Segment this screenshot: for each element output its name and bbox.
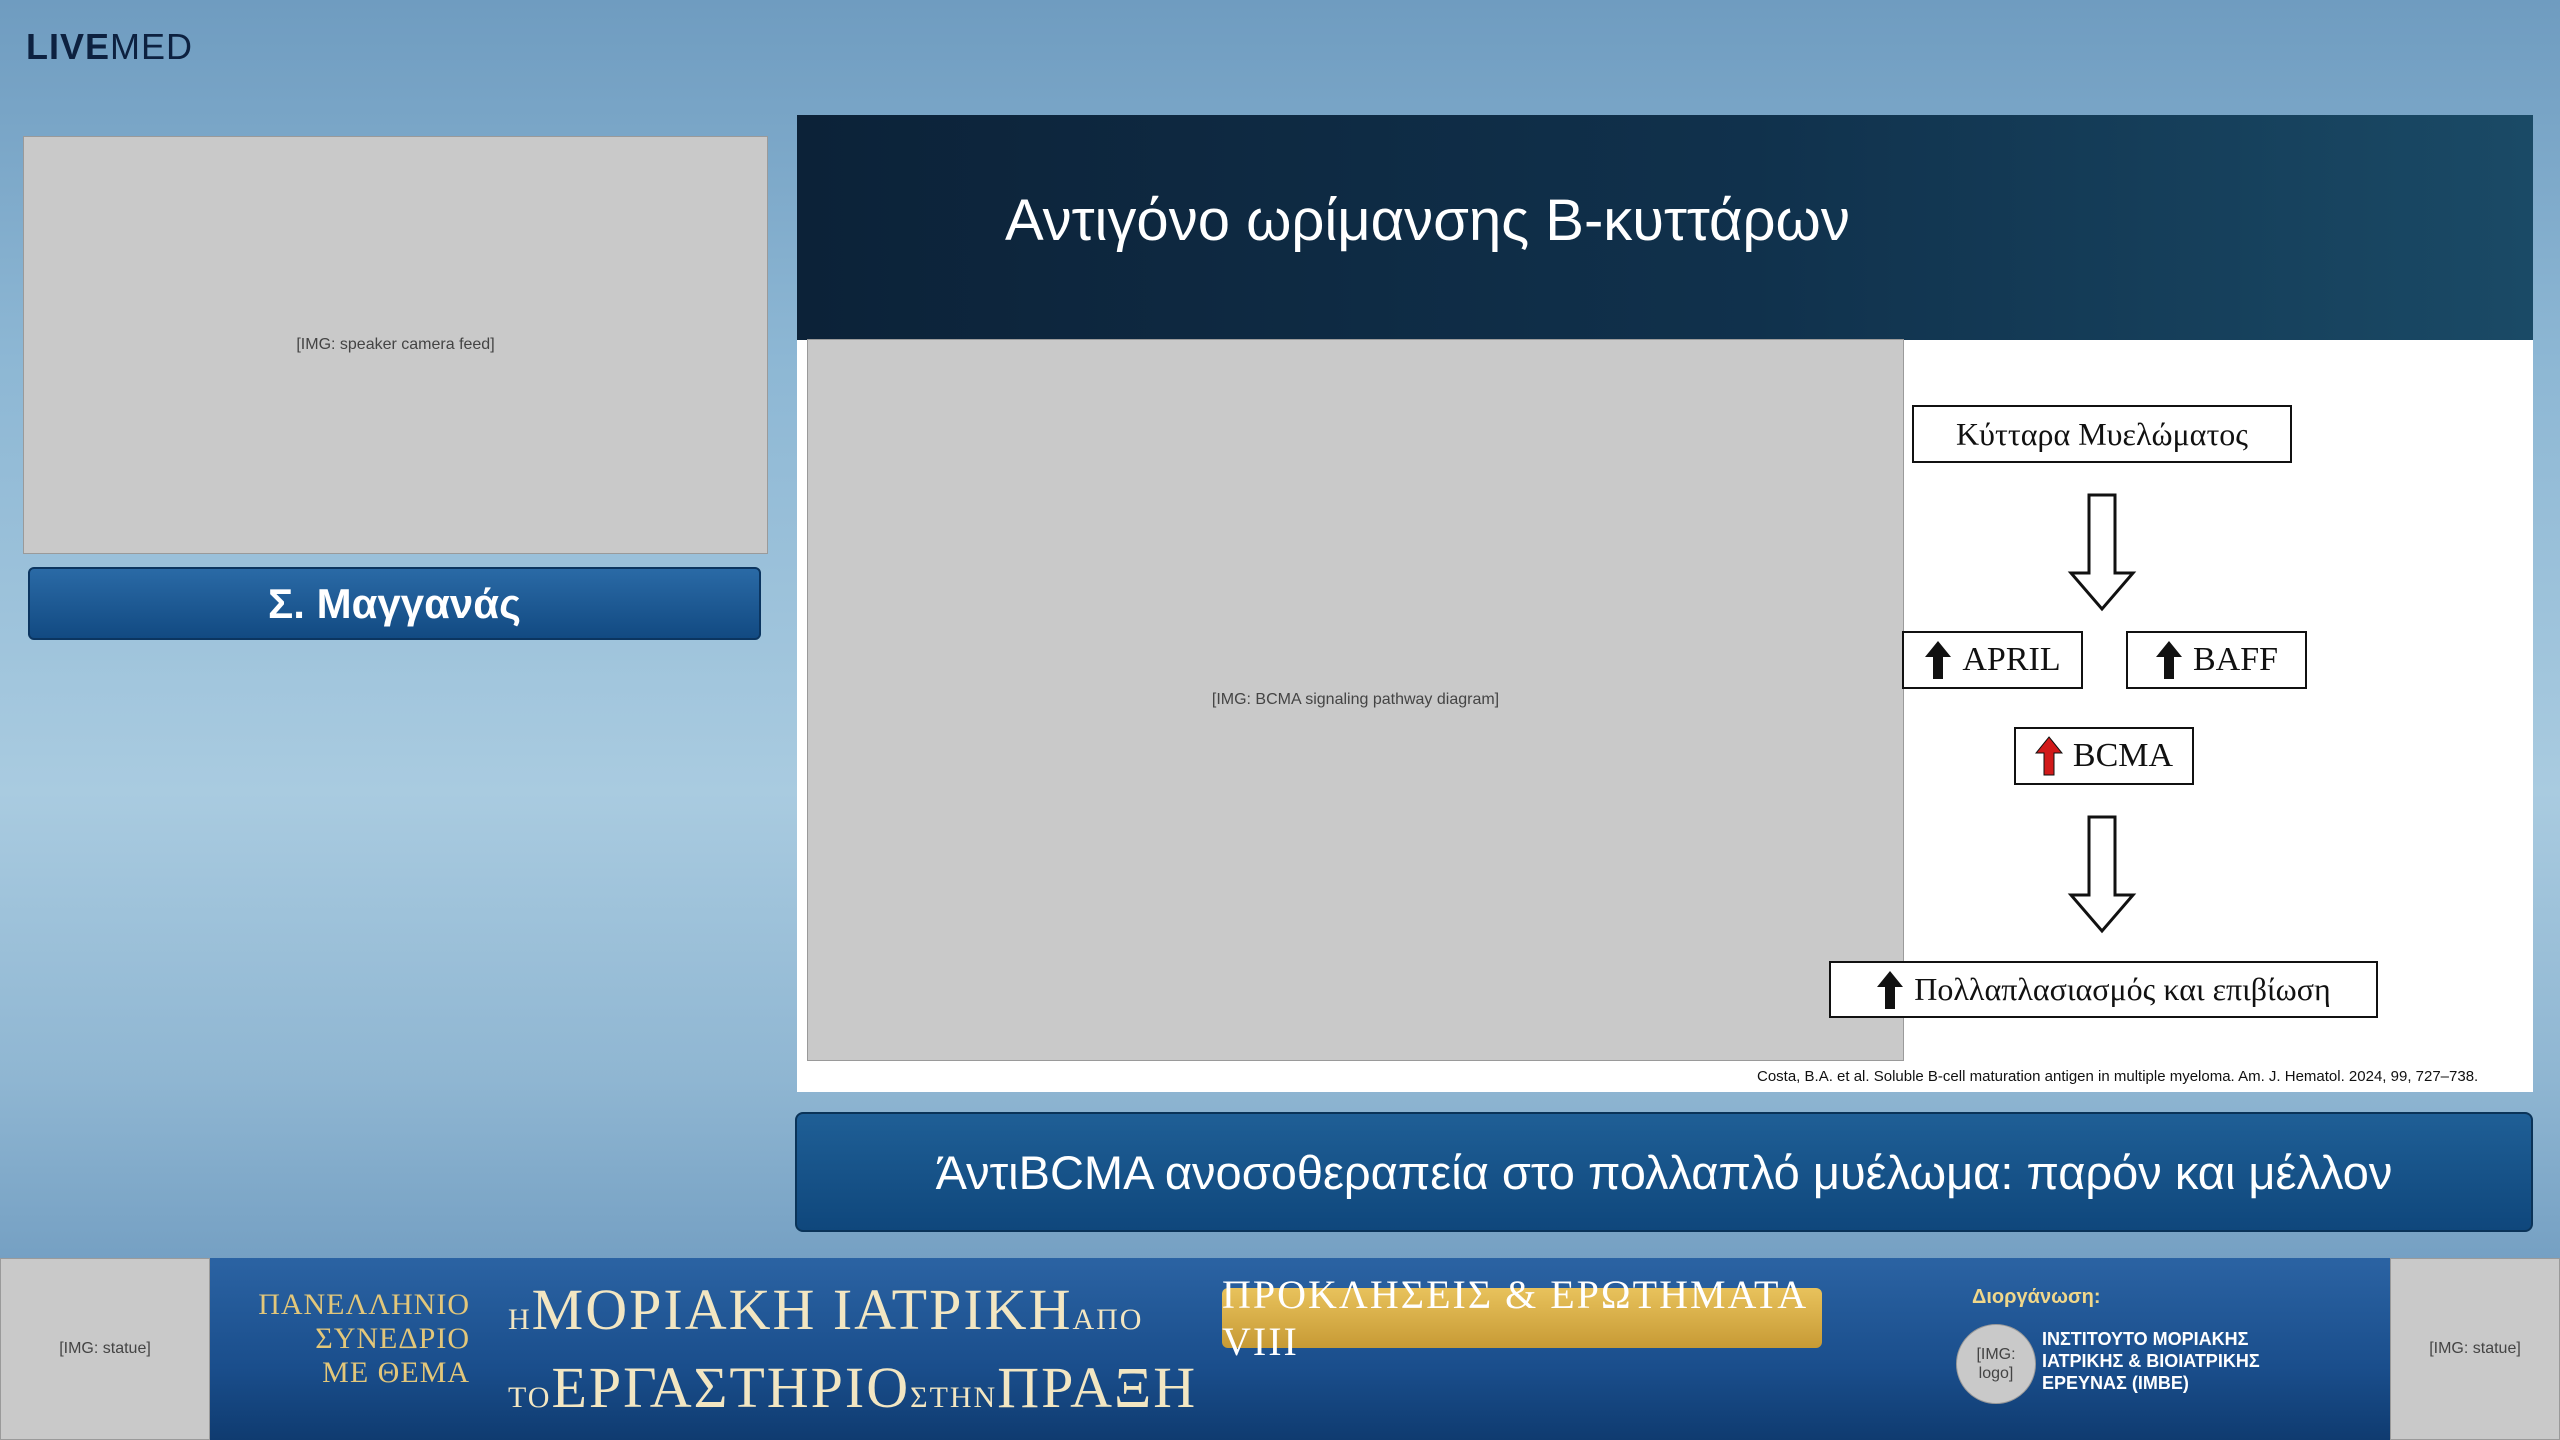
livemed-logo: LIVEMED (26, 26, 193, 68)
flow-bcma: BCMA (2014, 727, 2194, 785)
footer-statue-art-right: [IMG: statue] (2390, 1258, 2560, 1440)
flow-bcma-label: BCMA (2072, 737, 2174, 774)
theme-small: Η (508, 1303, 532, 1336)
flow-baff: BAFF (2126, 631, 2307, 689)
theme-line-2: ΤΟΕΡΓΑΣΤΗΡΙΟΣΤΗΝΠΡΑΞΗ (508, 1354, 1197, 1421)
congress-line: ΜΕ ΘΕΜΑ (322, 1356, 470, 1389)
down-arrow-icon (2067, 815, 2137, 934)
talk-title: ΆντιBCMA ανοσοθεραπεία στο πολλαπλό μυέλ… (935, 1145, 2393, 1199)
slide-citation: Costa, B.A. et al. Soluble B-cell matura… (1757, 1068, 2479, 1085)
theme-line-1: ΗΜΟΡΙΑΚΗ ΙΑΤΡΙΚΗΑΠΟ (508, 1276, 1143, 1343)
congress-line: ΠΑΝΕΛΛΗΝΙΟ (258, 1288, 470, 1321)
talk-title-bar: ΆντιBCMA ανοσοθεραπεία στο πολλαπλό μυέλ… (795, 1112, 2533, 1232)
organizer-name: ΙΝΣΤΙΤΟΥΤΟ ΜΟΡΙΑΚΗΣ ΙΑΤΡΙΚΗΣ & ΒΙΟΙΑΤΡΙΚ… (2042, 1329, 2260, 1393)
theme-large: ΕΡΓΑΣΤΗΡΙΟ (551, 1355, 911, 1420)
flow-april-label: APRIL (1962, 641, 2061, 678)
up-arrow-icon (1925, 641, 1952, 679)
slide-title: Αντιγόνο ωρίμανσης Β-κυττάρων (1005, 188, 1850, 253)
challenges-badge: ΠΡΟΚΛΗΣΕΙΣ & ΕΡΩΤΗΜΑΤΑ VIII (1222, 1272, 1822, 1364)
flow-proliferation: Πολλαπλασιασμός και επιβίωση (1829, 961, 2378, 1018)
theme-large: ΜΟΡΙΑΚΗ ΙΑΤΡΙΚΗ (531, 1277, 1073, 1342)
up-arrow-red-icon (2034, 736, 2063, 776)
presentation-slide: Αντιγόνο ωρίμανσης Β-κυττάρων [IMG: BCMA… (797, 115, 2533, 1092)
congress-label: ΠΑΝΕΛΛΗΝΙΟ ΣΥΝΕΔΡΙΟ ΜΕ ΘΕΜΑ (220, 1288, 470, 1390)
up-arrow-icon (1877, 970, 1904, 1009)
slide-header: Αντιγόνο ωρίμανσης Β-κυττάρων (797, 115, 2533, 340)
logo-light: MED (110, 26, 194, 67)
flow-april: APRIL (1902, 631, 2083, 689)
footer-statue-art: [IMG: statue] (0, 1258, 210, 1440)
bcma-signaling-diagram: [IMG: BCMA signaling pathway diagram] (807, 339, 1904, 1061)
organizer-label: Διοργάνωση: (1972, 1286, 2101, 1308)
theme-large: ΠΡΑΞΗ (997, 1355, 1198, 1420)
congress-footer: [IMG: statue] ΠΑΝΕΛΛΗΝΙΟ ΣΥΝΕΔΡΙΟ ΜΕ ΘΕΜ… (0, 1258, 2560, 1440)
imbe-logo: [IMG: logo] (1956, 1324, 2036, 1404)
up-arrow-icon (2155, 641, 2182, 679)
speaker-video: [IMG: speaker camera feed] (23, 136, 768, 554)
theme-small: ΤΟ (508, 1381, 552, 1414)
theme-small: ΑΠΟ (1072, 1303, 1144, 1336)
flow-proliferation-label: Πολλαπλασιασμός και επιβίωση (1914, 971, 2331, 1007)
speaker-name: Σ. Μαγγανάς (268, 579, 521, 627)
speaker-name-bar: Σ. Μαγγανάς (28, 567, 761, 640)
flow-myeloma-label: Κύτταρα Μυελώματος (1956, 415, 2248, 452)
flow-myeloma-cells: Κύτταρα Μυελώματος (1912, 405, 2292, 463)
logo-bold: LIVE (26, 26, 111, 67)
down-arrow-icon (2067, 493, 2137, 612)
challenges-label: ΠΡΟΚΛΗΣΕΙΣ & ΕΡΩΤΗΜΑΤΑ VIII (1222, 1272, 1806, 1364)
flow-baff-label: BAFF (2192, 641, 2279, 678)
theme-small: ΣΤΗΝ (910, 1381, 998, 1414)
congress-line: ΣΥΝΕΔΡΙΟ (315, 1322, 470, 1355)
